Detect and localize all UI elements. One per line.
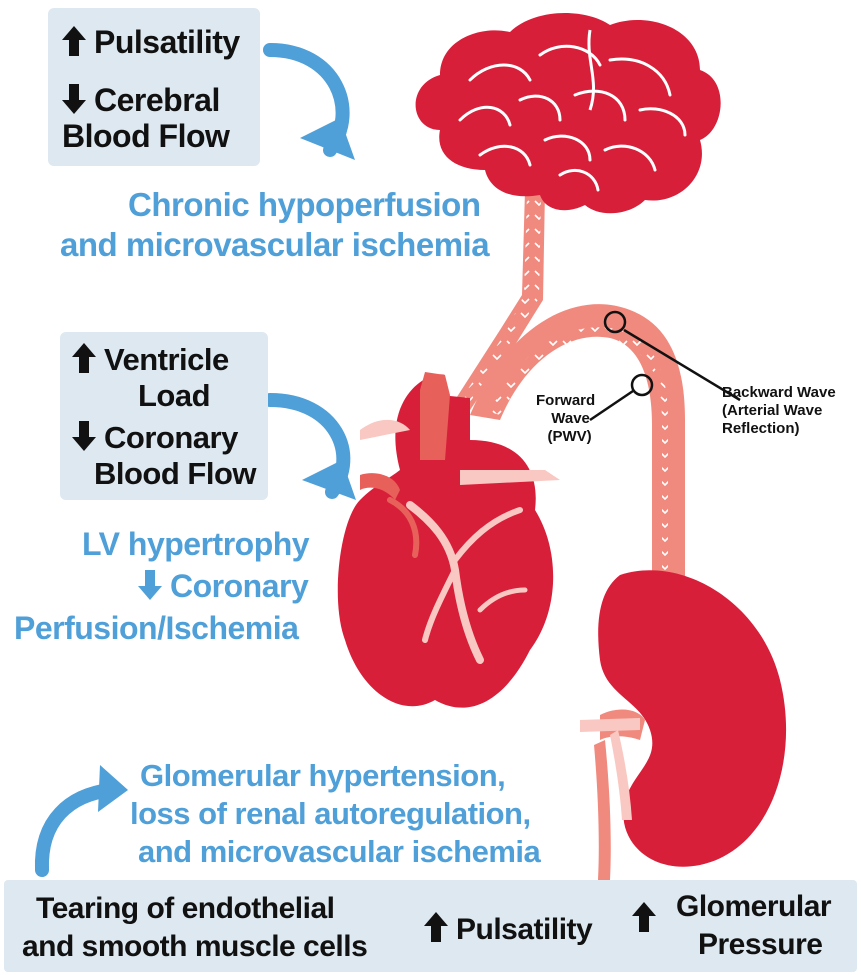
heart-curve-arrow (270, 400, 356, 500)
heart-coronary-label: Coronary (104, 420, 238, 455)
kidney-effect-line2: loss of renal autoregulation, (130, 796, 531, 832)
down-arrow-icon (138, 570, 162, 600)
down-arrow-icon (72, 421, 96, 451)
heart-coronary-row-blue: Coronary (138, 568, 308, 605)
tearing-line1: Tearing of endothelial (36, 892, 334, 926)
bottom-pulsatility-row: Pulsatility (424, 912, 592, 947)
kidney-effect-line1: Glomerular hypertension, (140, 758, 505, 794)
bottom-glomerular-row (632, 902, 664, 937)
glomerular-line2: Pressure (698, 928, 822, 962)
kidney (580, 570, 786, 880)
bottom-pulsatility-label: Pulsatility (456, 913, 592, 946)
backward-wave-line2: (Arterial Wave (722, 402, 836, 420)
brain-effect-line2: and microvascular ischemia (60, 226, 489, 264)
brain-cerebral-row: Cerebral (62, 82, 220, 119)
kidney-curve-arrow (42, 765, 128, 870)
backward-wave-line3: Reflection) (722, 420, 836, 438)
brain-pulsatility-label: Pulsatility (94, 24, 240, 60)
heart-coronary-row: Coronary (72, 420, 238, 456)
heart-effect-line3: Perfusion/Ischemia (14, 610, 298, 647)
heart (338, 372, 560, 708)
brain-bloodflow-label: Blood Flow (62, 118, 229, 155)
brain-pulsatility-row: Pulsatility (62, 24, 240, 61)
brain-cerebral-label: Cerebral (94, 82, 220, 118)
forward-wave-line3: (PWV) (544, 428, 595, 446)
forward-wave-label: Forward Wave (PWV) (536, 392, 595, 446)
heart-effect-coronary: Coronary (170, 568, 308, 604)
heart-ventricle-label: Ventricle (104, 342, 229, 377)
down-arrow-icon (62, 84, 86, 114)
up-arrow-icon (424, 912, 448, 942)
brain-effect-line1: Chronic hypoperfusion (128, 186, 481, 224)
brain (416, 13, 721, 213)
brain-curve-arrow (270, 50, 355, 160)
heart-bloodflow-label: Blood Flow (94, 456, 256, 492)
tearing-line2: and smooth muscle cells (22, 930, 367, 964)
forward-wave-line2: Wave (546, 410, 595, 428)
glomerular-line1: Glomerular (676, 890, 831, 924)
kidney-effect-line3: and microvascular ischemia (138, 834, 540, 870)
up-arrow-icon (72, 343, 96, 373)
forward-wave-line1: Forward (536, 392, 595, 410)
up-arrow-icon (632, 902, 656, 932)
up-arrow-icon (62, 26, 86, 56)
backward-wave-line1: Backward Wave (722, 384, 836, 402)
backward-wave-label: Backward Wave (Arterial Wave Reflection) (722, 384, 836, 438)
heart-effect-line1: LV hypertrophy (82, 526, 309, 563)
heart-ventricle-row: Ventricle (72, 342, 229, 378)
heart-load-label: Load (138, 378, 210, 414)
